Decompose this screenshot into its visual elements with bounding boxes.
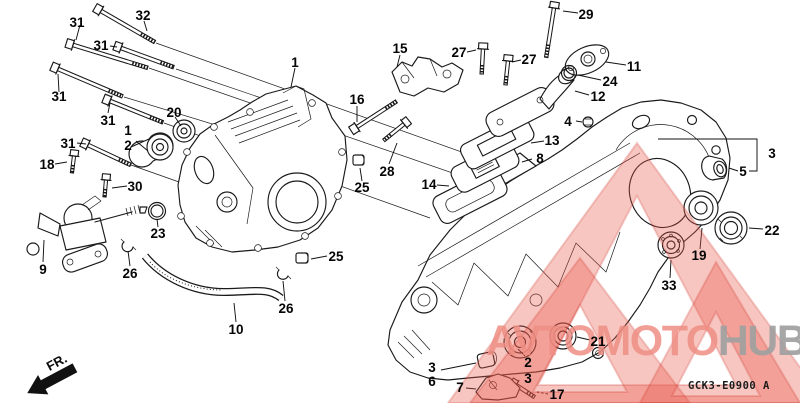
bolt-31 [101,93,165,125]
part-number-label: 13 [544,133,560,148]
bolt-16 [348,99,399,136]
watermark-text: AVTOMOTOHUB [486,317,800,365]
part-number-label: 6 [428,374,436,389]
oil-seal-22 [714,211,748,245]
joint-bracket-15 [391,56,464,97]
part-number-label: 27 [451,45,466,60]
part-number-label: 25 [354,180,370,195]
bushing-6 [476,351,497,369]
fr-direction: FR. [27,351,78,395]
leader-17-dashed [536,391,549,395]
bearing-2 [503,325,537,359]
part-number-label: 31 [69,15,85,30]
part-number-label: 26 [122,266,138,281]
nut-4 [582,116,594,128]
dowel-25 [352,154,365,166]
part-number-label: 3 [428,360,436,375]
left-crankcase [177,85,348,253]
part-number-label: 28 [379,164,395,179]
part-number-label: 4 [564,114,572,129]
bolt-30 [100,173,112,198]
bearing-20 [172,119,196,143]
part-number-label: 1 [291,55,299,70]
bearing-19 [683,190,719,226]
part-number-label: 5 [739,164,747,179]
part-number-label: 26 [278,301,294,316]
bolt-31 [49,61,124,99]
part-number-label: 33 [661,278,677,293]
part-number-label: 24 [602,74,618,89]
fr-arrow-icon [27,363,78,395]
part-number-label: 19 [691,248,706,263]
part-number-label: 8 [536,151,544,166]
part-number-label: 9 [39,262,47,277]
part-number-label: 3 [524,371,532,386]
drawing-code: GCK3-E0900 A [688,380,770,392]
hose-clip-26 [275,266,292,280]
part-number-label: 30 [127,179,142,194]
bolt-32 [92,3,157,45]
part-number-label: 12 [590,89,605,104]
bolt-31 [112,40,175,70]
bolt-29 [543,0,561,59]
bolt-31 [64,38,149,71]
part-number-label: 21 [590,334,606,349]
watermark-text-secondary: HUB [718,317,800,365]
part-number-label: 27 [521,52,536,67]
part-number-label: 7 [456,380,464,395]
part-number-label: 2 [524,355,532,370]
part-number-label: 18 [39,157,55,172]
bolt-27 [476,42,490,75]
part-number-label: 17 [549,387,564,402]
bolt-28 [382,116,413,143]
bearing-roller-1-2 [128,132,174,168]
bushing-5 [701,155,728,181]
part-number-label: 31 [60,136,76,151]
part-number-label: 22 [764,223,779,238]
watermark-logo: AVTOMOTOHUB [446,141,800,403]
hose-clip-26 [120,238,137,253]
part-number-label: 1 [124,123,132,138]
bolt-27 [501,53,515,86]
watermark-triangle [446,141,800,403]
part-number-label: 29 [578,7,593,22]
part-number-label: 10 [228,322,243,337]
leader-lines [42,10,764,390]
part-number-label: 16 [349,92,365,107]
part-number-label: 11 [627,59,642,74]
watermark-triangle [638,259,800,403]
cover-plate-7 [475,373,521,401]
watermark-text-primary: AVTOMOTO [486,317,718,365]
part-number-label: 20 [166,105,181,120]
part-number-label: 31 [100,113,116,128]
oil-hose [141,253,284,302]
o-ring-24 [560,64,578,82]
group-bracket-3 [658,138,758,172]
watermark-triangle [468,256,692,403]
part-number-label: 31 [93,38,109,53]
part-number-label: 23 [150,226,166,241]
part-number-label: 15 [392,41,408,56]
dowel-25 [295,252,309,264]
part-number-label: 25 [328,249,344,264]
part-number-label: 31 [51,89,67,104]
oil-seal-21 [549,322,577,350]
bolt-18 [68,148,80,174]
part-number-label: 14 [421,177,437,192]
part-number-label: 32 [135,8,150,23]
bearing-33 [657,231,685,259]
part-number-label: 2 [124,138,132,153]
oil-pump [26,195,148,273]
o-ring-23 [147,201,167,221]
part-number-label: 3 [768,146,776,161]
